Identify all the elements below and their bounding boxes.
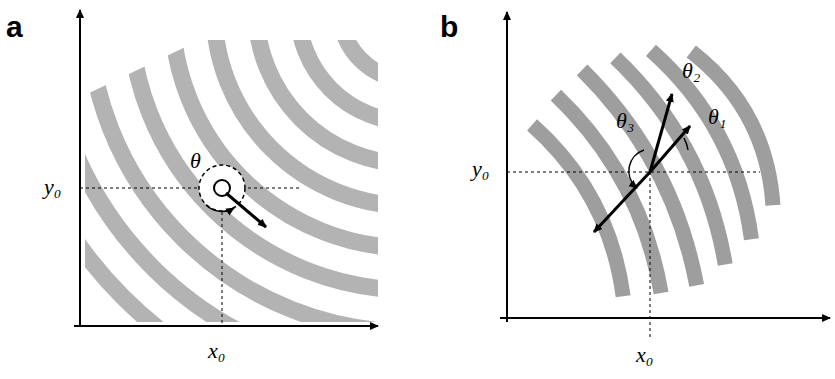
guide-lines — [80, 188, 300, 326]
angle-label: θ — [190, 150, 201, 172]
ridge-pattern — [4, 0, 816, 379]
orientation-arrows — [594, 94, 690, 232]
axis-label: x₀ — [208, 340, 225, 362]
axis-label: x₀ — [636, 344, 653, 366]
axis-label: y₀ — [472, 158, 489, 180]
guide-lines — [507, 172, 760, 340]
panel-letter: a — [6, 12, 23, 42]
axes — [500, 12, 830, 322]
ridge-pattern — [520, 11, 806, 318]
angle-label: θ₁ — [708, 106, 726, 128]
panel-letter: b — [440, 12, 458, 42]
angle-arc — [684, 138, 688, 150]
angle-arc — [629, 150, 644, 188]
angle-arc — [206, 205, 234, 211]
angle-label: θ₂ — [682, 60, 700, 82]
axis-label: y₀ — [44, 176, 61, 198]
orientation-arrow — [226, 193, 266, 227]
axes — [74, 10, 378, 326]
angle-label: θ₃ — [616, 110, 634, 132]
